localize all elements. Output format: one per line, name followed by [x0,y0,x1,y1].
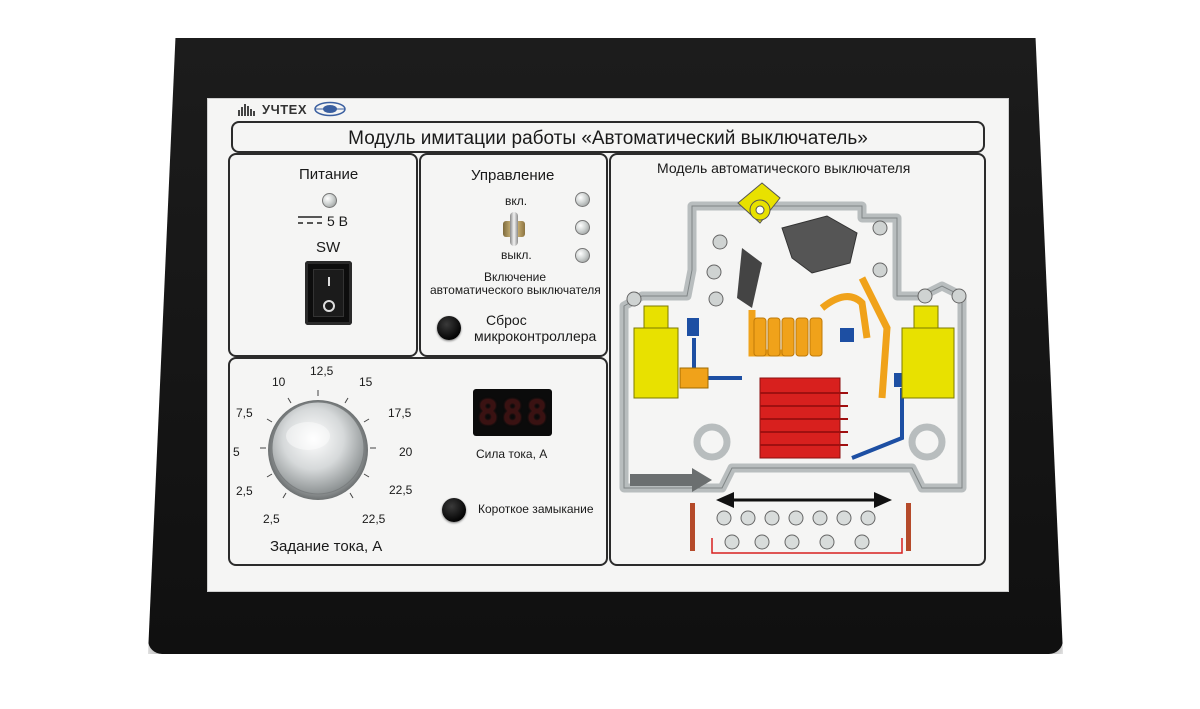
reset-label-line2: микроконтроллера [474,328,597,344]
reset-label-line1: Сброс [486,312,527,328]
scale-label-5: 5 [233,445,240,459]
scale-label-2-5-low: 2,5 [263,512,280,526]
display-digit-1: 8 [477,392,499,433]
logo-emblem-icon [314,101,346,117]
reset-button[interactable] [437,316,461,340]
power-led [322,193,337,208]
breaker-model-diagram [619,182,967,554]
scale-label-12-5: 12,5 [310,364,334,378]
scale-label-2-5: 2,5 [236,484,253,498]
current-display: 8 8 8 [473,389,552,436]
current-display-label: Сила тока, А [476,447,548,461]
control-section [419,153,608,357]
scale-label-22-5: 22,5 [389,483,413,497]
current-section [228,357,608,566]
on-label: вкл. [505,194,528,208]
display-digit-2: 8 [502,392,523,433]
current-setting-label: Задание тока, А [270,538,383,555]
power-heading: Питание [299,166,359,183]
title-frame: Модуль имитации работы «Автоматический в… [231,121,985,153]
control-led-1 [575,192,590,207]
voltage-label: 5 В [327,213,349,229]
model-heading: Модель автоматического выключателя [657,160,911,176]
model-section [609,153,986,566]
sw-label: SW [316,239,341,256]
scale-label-17-5: 17,5 [388,406,412,420]
short-circuit-button[interactable] [442,498,466,522]
dc-symbol-icon [298,216,322,224]
front-panel [207,98,1009,592]
current-knob[interactable] [258,388,378,508]
scale-label-22-5-low: 22,5 [362,512,386,526]
logo-text: УЧТЕХ [262,101,308,117]
power-section [228,153,418,357]
enable-label-line1: Включение [483,270,547,284]
logo: УЧТЕХ [238,101,347,117]
enable-label-line2: автоматического выключателя [430,283,601,297]
off-label: выкл. [501,248,532,262]
control-led-2 [575,220,590,235]
display-digit-3: 8 [526,392,548,433]
logo-bars-icon [238,104,255,116]
short-circuit-label: Короткое замыкание [478,502,594,516]
power-rocker-switch[interactable] [305,261,352,325]
control-led-3 [575,248,590,263]
page-title: Модуль имитации работы «Автоматический в… [348,128,868,149]
control-heading: Управление [471,167,555,184]
breaker-toggle-switch[interactable] [503,212,525,246]
scale-label-10: 10 [272,375,286,389]
scale-label-7-5: 7,5 [236,406,253,420]
scale-label-15: 15 [359,375,373,389]
scale-label-20: 20 [399,445,413,459]
